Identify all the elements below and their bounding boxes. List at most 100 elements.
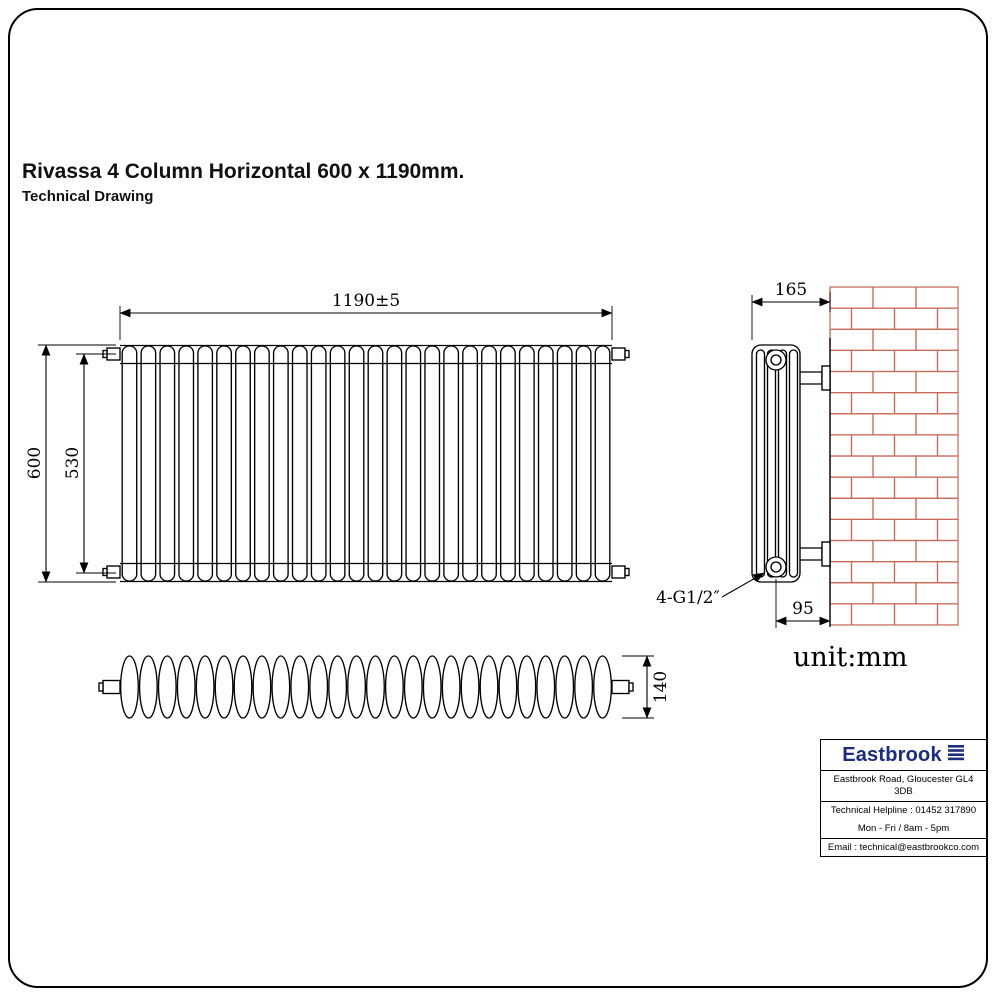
plan-view-sections xyxy=(119,655,613,719)
brick xyxy=(915,413,958,436)
plan-section xyxy=(309,655,329,719)
brick xyxy=(872,328,917,351)
plan-section xyxy=(347,655,367,719)
plan-section xyxy=(328,655,348,719)
front-column xyxy=(159,345,176,582)
plan-section xyxy=(138,655,158,719)
brick xyxy=(830,287,874,309)
brick xyxy=(850,561,896,584)
brick xyxy=(830,582,874,605)
brick xyxy=(936,603,958,625)
brick-wall xyxy=(830,287,958,625)
svg-text:140: 140 xyxy=(651,671,671,703)
brick xyxy=(850,476,896,499)
plan-section xyxy=(403,655,423,719)
brick xyxy=(850,434,896,457)
brick xyxy=(850,349,896,373)
brand-header: Eastbrook xyxy=(821,740,986,771)
front-column xyxy=(518,345,535,582)
brick xyxy=(915,287,958,309)
dim-centres: 530 xyxy=(63,353,116,574)
brick xyxy=(850,603,896,625)
plan-section xyxy=(384,655,404,719)
front-column xyxy=(178,345,195,582)
brick xyxy=(915,497,958,520)
plan-section xyxy=(536,655,556,719)
front-column xyxy=(462,345,479,582)
plan-view-end-caps xyxy=(98,679,634,695)
front-column xyxy=(291,345,308,582)
svg-text:95: 95 xyxy=(792,599,814,619)
svg-text:1190±5: 1190±5 xyxy=(332,291,400,311)
brick xyxy=(830,370,874,394)
manufacturer-info-box: Eastbrook Eastbrook Road, Gloucester GL4… xyxy=(820,739,987,858)
page-title: Rivassa 4 Column Horizontal 600 x 1190mm… xyxy=(22,160,465,183)
plan-section xyxy=(195,655,215,719)
dim-width: 1190±5 xyxy=(119,291,613,340)
brand-name: Eastbrook xyxy=(842,743,942,766)
page-subtitle: Technical Drawing xyxy=(22,188,154,205)
brick xyxy=(850,307,896,330)
plan-section xyxy=(157,655,177,719)
brick xyxy=(936,561,958,584)
dim-plan-depth: 140 xyxy=(622,655,671,719)
eastbrook-logo-icon xyxy=(947,743,965,767)
brick xyxy=(830,497,874,520)
front-column xyxy=(310,345,327,582)
brick xyxy=(872,455,917,478)
brick xyxy=(936,476,958,499)
brick xyxy=(830,413,874,436)
plan-section xyxy=(593,655,613,719)
front-column xyxy=(348,345,365,582)
plan-section xyxy=(555,655,575,719)
plan-section xyxy=(176,655,196,719)
brick xyxy=(872,582,917,605)
front-column xyxy=(575,345,592,582)
plan-section xyxy=(290,655,310,719)
brick xyxy=(936,307,958,330)
brick xyxy=(915,370,958,394)
plan-section xyxy=(233,655,253,719)
brick xyxy=(830,455,874,478)
hours-line: Mon - Fri / 8am - 5pm xyxy=(821,820,986,839)
plan-section xyxy=(214,655,234,719)
plan-section xyxy=(460,655,480,719)
brick xyxy=(893,349,939,373)
connection-callout: 4-G1/2″ xyxy=(656,572,765,608)
brick xyxy=(893,434,939,457)
brick xyxy=(915,582,958,605)
plan-section xyxy=(441,655,461,719)
brick xyxy=(872,413,917,436)
brick xyxy=(915,455,958,478)
front-column xyxy=(481,345,497,582)
dim-height: 600 xyxy=(25,344,116,583)
brick xyxy=(915,539,958,563)
front-column xyxy=(140,345,157,582)
brick xyxy=(893,476,939,499)
brick xyxy=(872,287,917,309)
plan-section xyxy=(479,655,499,719)
front-column xyxy=(216,345,233,582)
unit-label: unit:mm xyxy=(793,642,908,673)
front-column xyxy=(121,345,138,582)
svg-text:530: 530 xyxy=(63,447,83,479)
plan-section xyxy=(422,655,442,719)
plan-section xyxy=(498,655,518,719)
front-column xyxy=(235,345,251,582)
brick xyxy=(850,392,896,415)
wall-brackets xyxy=(800,365,831,567)
brick xyxy=(850,518,896,542)
front-column xyxy=(424,345,441,582)
brick xyxy=(893,307,939,330)
front-column xyxy=(443,345,460,582)
brick xyxy=(893,561,939,584)
dim-depth: 165 xyxy=(751,280,831,340)
brick xyxy=(872,497,917,520)
brick xyxy=(936,518,958,542)
plan-section xyxy=(574,655,594,719)
brick xyxy=(893,392,939,415)
dim-wall-distance: 95 xyxy=(775,579,831,628)
front-column xyxy=(272,345,289,582)
front-column xyxy=(537,345,554,582)
